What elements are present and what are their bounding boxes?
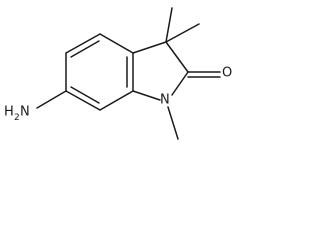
lactam-ring xyxy=(132,41,189,101)
amine-hydrogen-count: 2 xyxy=(14,113,20,123)
carbonyl-group: O xyxy=(187,66,232,81)
benzene-ring xyxy=(65,33,134,111)
bond-c3-c4 xyxy=(65,90,101,111)
amine-nitrogen-label: N xyxy=(20,105,30,120)
gem-dimethyl xyxy=(165,7,200,43)
chemical-structure-diagram: O N H 2 N xyxy=(4,7,232,140)
bond-c1-c2 xyxy=(65,33,101,54)
bond-c2-n1 xyxy=(171,71,189,96)
bond-c3a-c3 xyxy=(132,41,167,54)
bond-c4-c7a xyxy=(99,90,134,111)
bond-c3a-c1 xyxy=(99,33,134,54)
bond-n1-methyl xyxy=(167,106,179,140)
amino-group: H 2 N xyxy=(4,90,67,123)
bond-n1-c7a xyxy=(132,90,161,101)
bond-c-nh2 xyxy=(36,90,67,109)
carbonyl-oxygen-label: O xyxy=(222,66,232,81)
bond-c1-c2-inner xyxy=(70,40,100,58)
bond-c3-c4-inner xyxy=(70,86,100,104)
bond-c3-c2 xyxy=(165,41,189,73)
amine-hydrogen-label: H xyxy=(4,105,14,120)
n-methyl xyxy=(167,106,179,140)
bond-c3-methyl-a xyxy=(165,7,173,43)
bond-c3-methyl-b xyxy=(165,23,200,43)
ring-nitrogen-label: N xyxy=(160,93,170,108)
